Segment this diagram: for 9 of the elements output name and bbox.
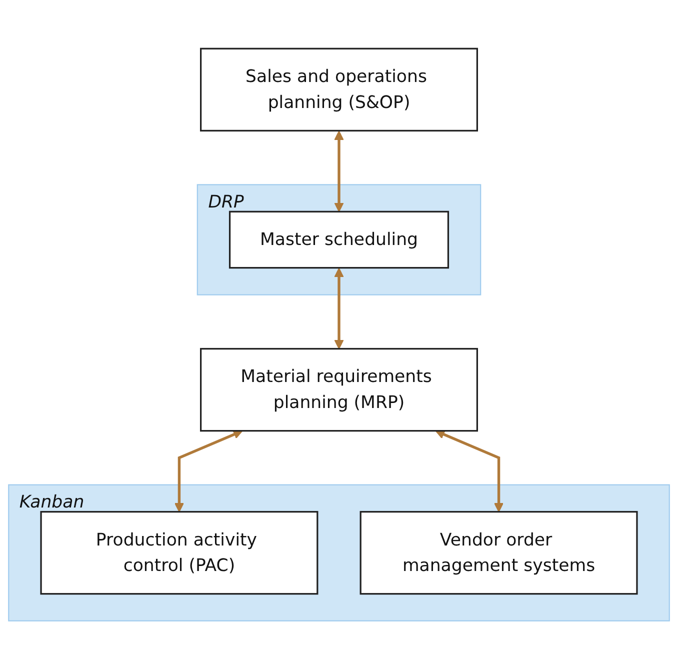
arrow <box>435 430 504 512</box>
node-box: Vendor order management systems <box>360 510 638 594</box>
arrow <box>334 268 344 349</box>
node-box: Material requirements planning (MRP) <box>200 348 478 432</box>
arrow <box>334 130 344 212</box>
node-box: Master scheduling <box>228 210 450 268</box>
arrow <box>174 430 243 512</box>
node-box: Production activity control (PAC) <box>40 510 318 594</box>
node-box: Sales and operations planning (S&OP) <box>200 48 478 132</box>
